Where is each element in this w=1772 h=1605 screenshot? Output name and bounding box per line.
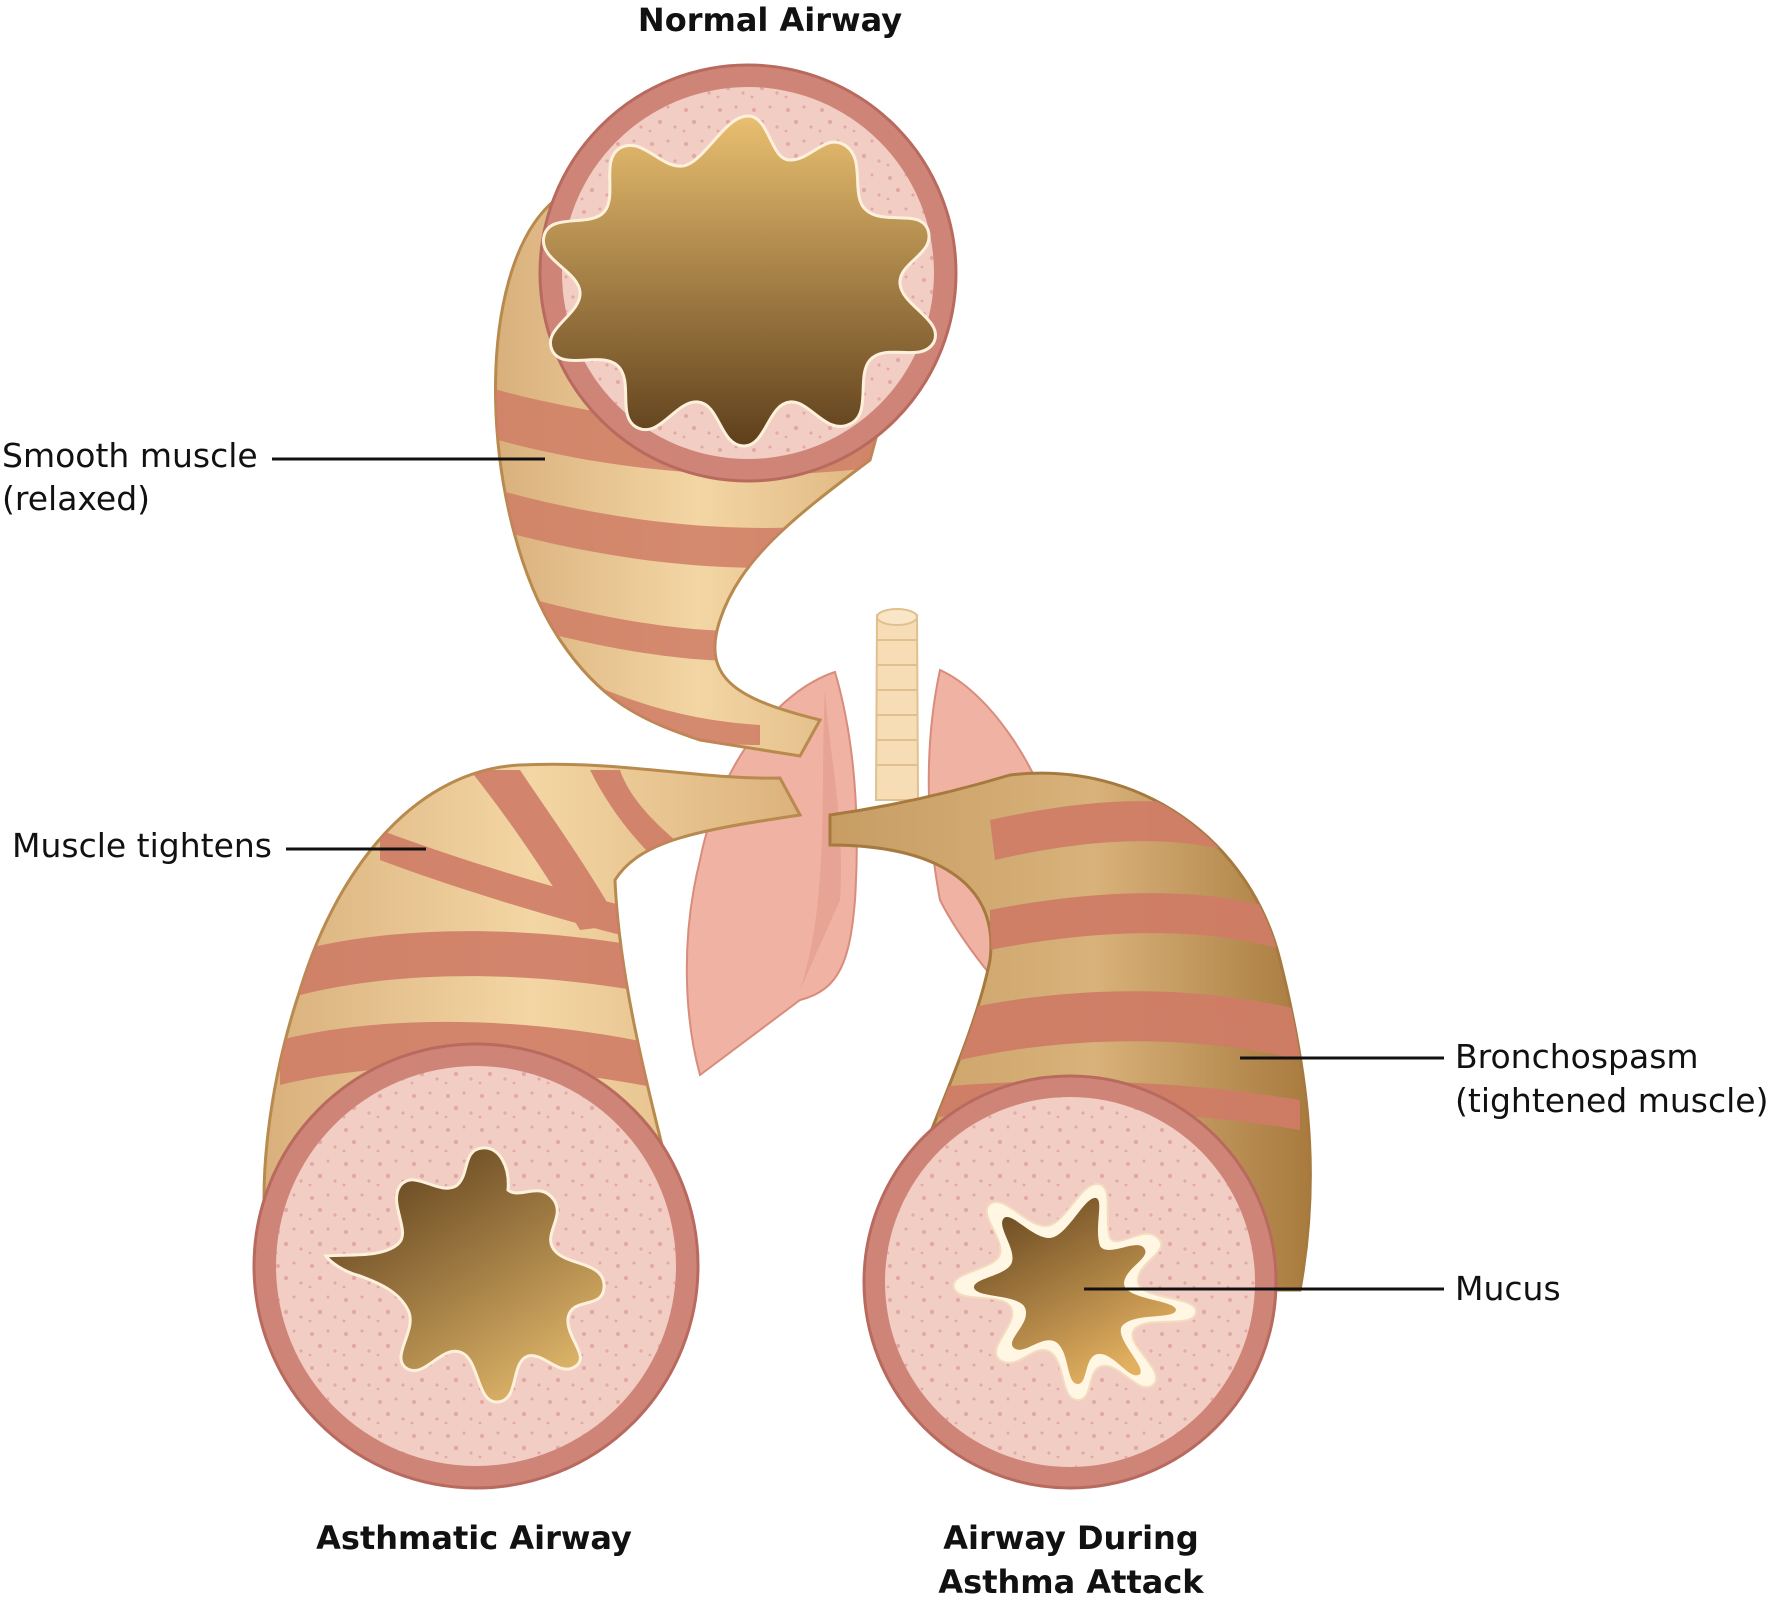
- attack-airway-title-line2: Asthma Attack: [938, 1563, 1204, 1601]
- trachea-rings: [877, 639, 917, 766]
- smooth-muscle-label-line2: (relaxed): [2, 479, 150, 518]
- asthmatic-lumen: [323, 1146, 606, 1404]
- asthmatic-airway-cross-section: [252, 1042, 700, 1490]
- smooth-muscle-label-line1: Smooth muscle: [2, 436, 258, 475]
- mucus-label: Mucus: [1455, 1269, 1561, 1308]
- normal-airway-title: Normal Airway: [638, 1, 902, 39]
- bronchospasm-label-line2: (tightened muscle): [1455, 1081, 1768, 1120]
- asthmatic-airway-title: Asthmatic Airway: [316, 1519, 632, 1557]
- lungs-illustration: [685, 608, 1074, 1077]
- trachea-top: [876, 608, 918, 626]
- muscle-tightens-label: Muscle tightens: [12, 826, 272, 865]
- bronchospasm-label-line1: Bronchospasm: [1455, 1037, 1699, 1076]
- attack-airway-title-line1: Airway During: [943, 1519, 1198, 1557]
- attack-lumen: [973, 1197, 1176, 1384]
- attack-airway-cross-section: [862, 1074, 1278, 1490]
- normal-airway-cross-section: [538, 63, 958, 483]
- normal-lumen: [541, 114, 938, 448]
- trachea: [874, 614, 920, 801]
- left-lung-shadow: [800, 690, 842, 990]
